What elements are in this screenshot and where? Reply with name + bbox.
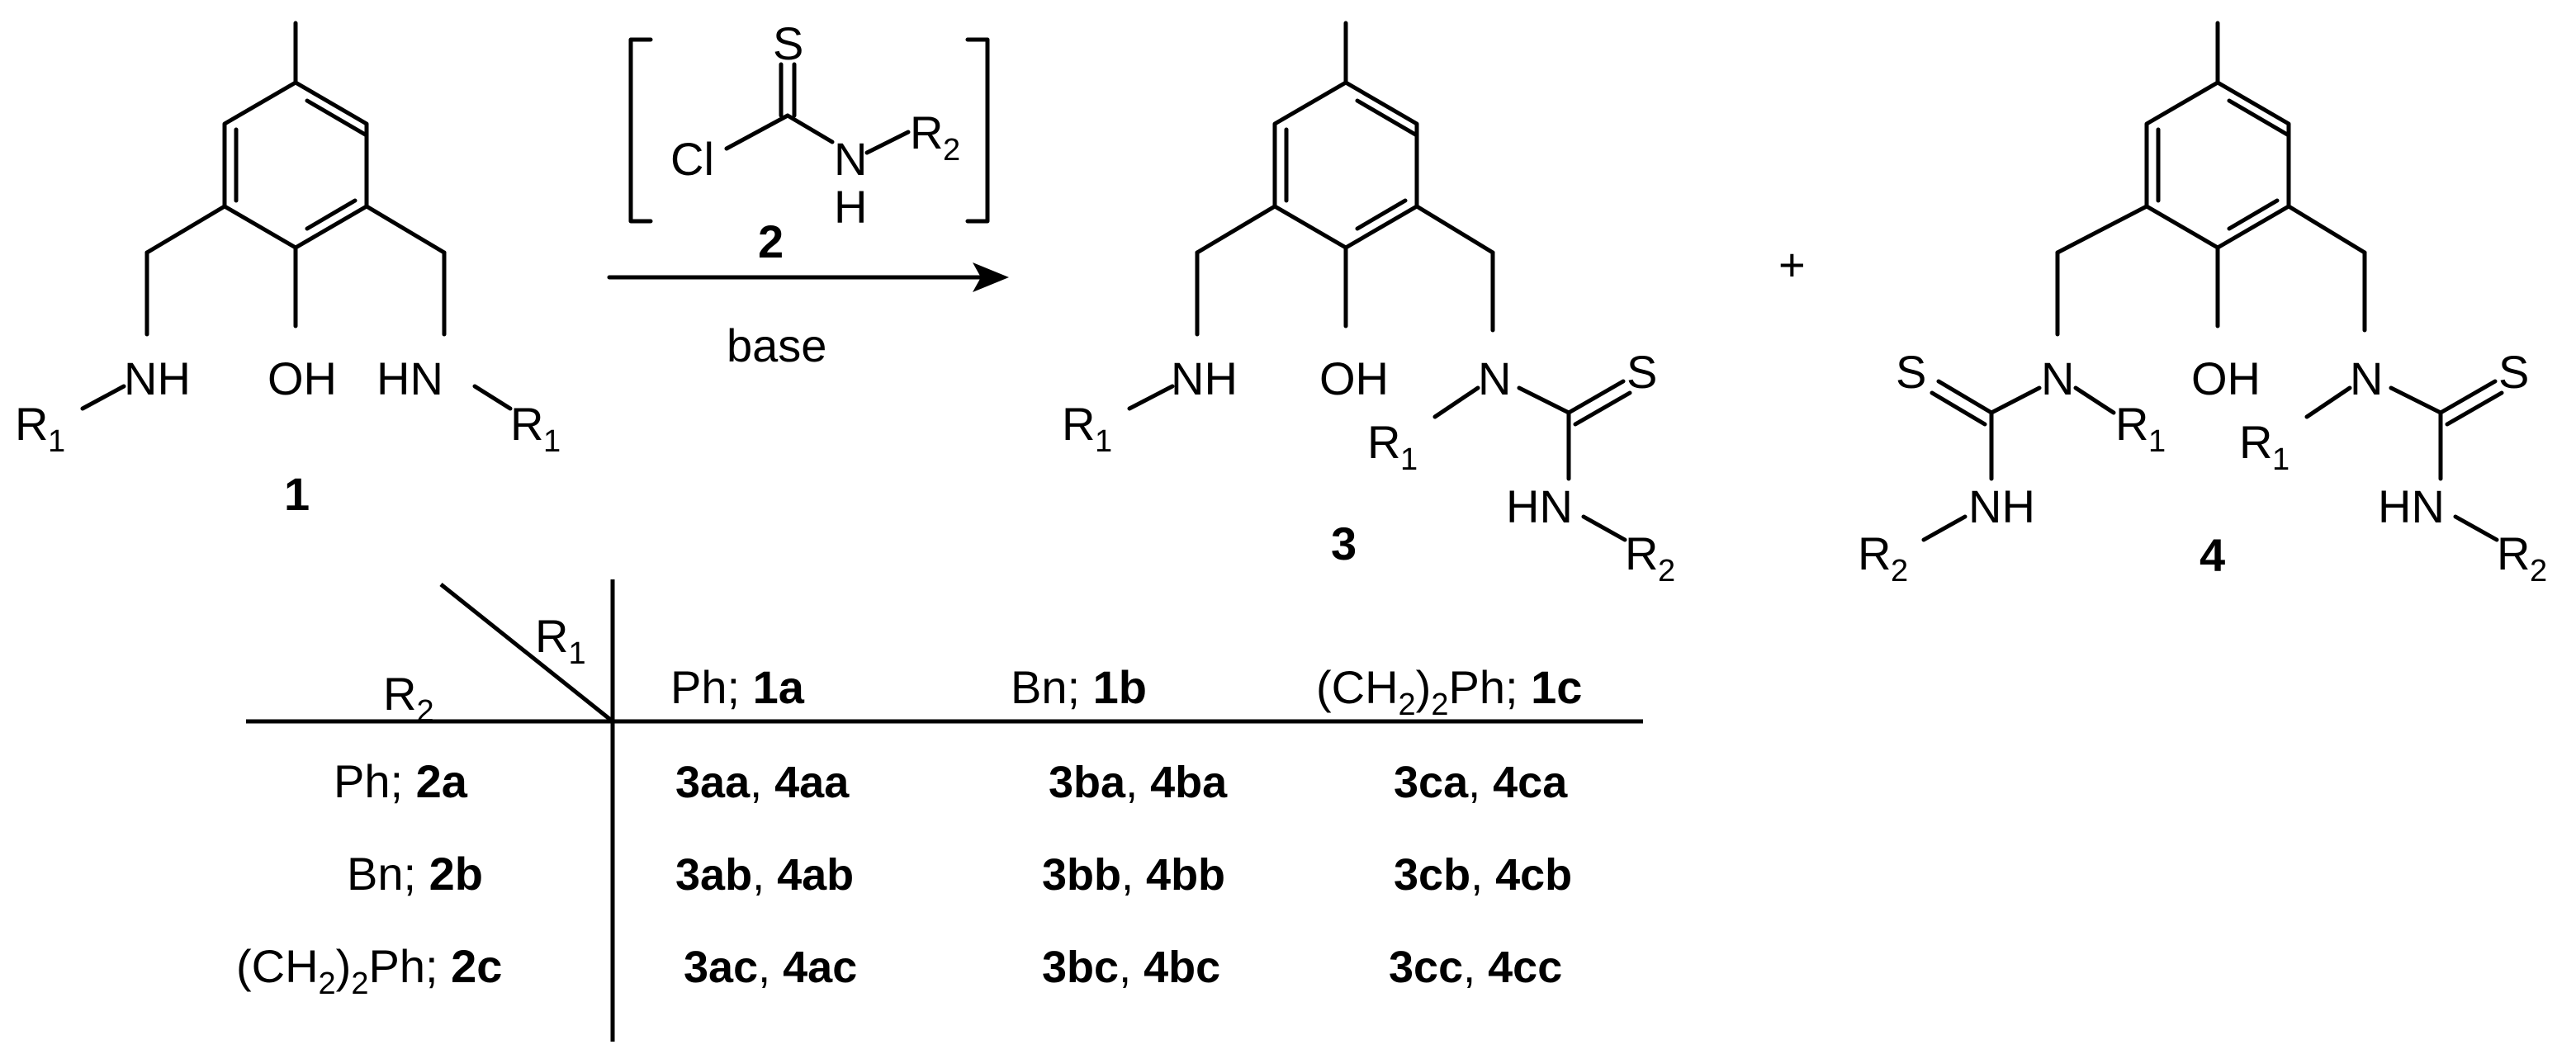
table-cell: 3ca, 4ca	[1394, 758, 1568, 807]
row-header-2a: Ph; 2a	[334, 755, 468, 807]
atom-label: OH	[1319, 352, 1389, 404]
row-header-2c: (CH2)2Ph; 2c	[236, 940, 502, 1001]
atom-label: R	[2239, 416, 2272, 468]
compound-label-4: 4	[2200, 529, 2225, 581]
table-cell: 3ba, 4ba	[1049, 758, 1228, 807]
atom-label: S	[1627, 346, 1657, 398]
atom-subscript: 1	[2148, 424, 2166, 459]
atom-subscript: 2	[2530, 554, 2547, 588]
atom-label: OH	[268, 352, 337, 404]
table-cell: 3cc, 4cc	[1389, 943, 1562, 992]
reaction-arrow	[607, 262, 1009, 292]
reagent-brackets	[628, 37, 990, 224]
column-header-1c: (CH2)2Ph; 1c	[1316, 661, 1582, 722]
atom-label: S	[773, 17, 803, 69]
atom-label: R	[2115, 398, 2148, 450]
atom-label: S	[1896, 346, 1926, 398]
table-cell: 3bc, 4bc	[1042, 943, 1220, 992]
atom-label: R	[2497, 527, 2530, 579]
table-cell: 3ab, 4ab	[675, 850, 854, 900]
atom-label: Cl	[670, 133, 714, 185]
substituent-table-rules	[246, 579, 1643, 1042]
compound-label-3: 3	[1331, 518, 1357, 570]
atom-subscript: 1	[48, 424, 65, 459]
atom-label: HN	[1506, 480, 1573, 532]
table-cell: 3cb, 4cb	[1394, 850, 1572, 900]
compound-3-structure	[1127, 21, 1632, 542]
atom-subscript: 1	[1400, 442, 1418, 477]
compound-label-2: 2	[758, 215, 784, 267]
atom-label: R	[1858, 527, 1891, 579]
atom-label: NH	[1171, 352, 1238, 404]
atom-label: HN	[376, 352, 443, 404]
compound-4-structure	[1921, 21, 2504, 542]
atom-label: N	[2350, 352, 2383, 404]
atom-subscript: 1	[1095, 424, 1112, 459]
atom-label: NH	[1968, 480, 2035, 532]
table-corner-r1: R1	[535, 610, 586, 671]
atom-label: HN	[2378, 480, 2445, 532]
row-header-2b: Bn; 2b	[347, 848, 483, 900]
atom-label: H	[834, 181, 867, 233]
table-cell: 3bb, 4bb	[1042, 850, 1225, 900]
atom-subscript: 2	[943, 133, 960, 168]
column-header-1b: Bn; 1b	[1011, 661, 1147, 713]
compound-label-1: 1	[284, 468, 310, 520]
atom-label: N	[2041, 352, 2074, 404]
atom-label: N	[1478, 352, 1511, 404]
atom-label: R	[1625, 527, 1658, 579]
reaction-condition: base	[727, 319, 826, 371]
atom-subscript: 1	[2272, 442, 2290, 477]
atom-label: R	[15, 398, 48, 450]
table-corner-r2: R2	[383, 668, 434, 729]
atom-subscript: 1	[543, 424, 561, 459]
atom-label: R	[1367, 416, 1400, 468]
table-cell: 3ac, 4ac	[684, 943, 857, 992]
atom-label: OH	[2191, 352, 2261, 404]
atom-label: R	[510, 398, 543, 450]
atom-subscript: 2	[1891, 554, 1908, 588]
atom-label: N	[834, 133, 867, 185]
table-cell: 3aa, 4aa	[675, 758, 850, 807]
atom-label: R	[910, 106, 943, 158]
column-header-1a: Ph; 1a	[670, 661, 805, 713]
atom-label: R	[1062, 398, 1095, 450]
atom-label: S	[2498, 346, 2529, 398]
compound-1-structure	[80, 21, 513, 411]
plus-sign: +	[1778, 239, 1806, 291]
atom-label: NH	[124, 352, 191, 404]
atom-subscript: 2	[1658, 554, 1675, 588]
